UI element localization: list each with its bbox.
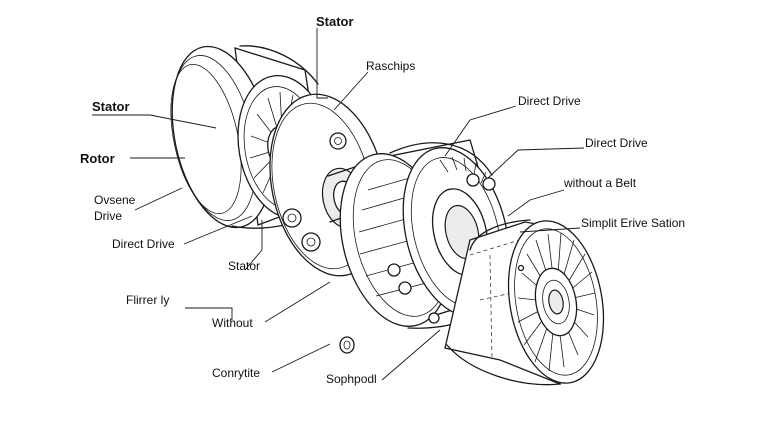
label-direct-drive-left: Direct Drive [112,237,175,251]
label-stator-top: Stator [316,14,354,29]
label-conrytite: Conrytite [212,366,260,380]
label-rotor: Rotor [80,151,115,166]
label-flirrerly: Flirrer ly [126,293,169,307]
label-ovsene: Ovsene [94,193,136,207]
rotor-face-fins [439,156,487,184]
label-without: Without [212,316,253,330]
label-simplit-erive-sation: Simplit Erive Sation [581,216,685,230]
label-ovsene-drive: Drive [94,209,122,223]
label-stator-mid: Stator [228,259,260,273]
label-direct-drive-right-top: Direct Drive [518,94,581,108]
leader-lines [92,28,585,381]
small-bushing [339,336,355,354]
motor-can [444,219,605,386]
label-raschips: Raschips [366,59,415,73]
label-stator-left: Stator [92,99,130,114]
label-direct-drive-right-mid: Direct Drive [585,136,648,150]
label-without-a-belt: without a Belt [563,176,637,190]
label-sophpodl: Sophpodl [326,372,377,386]
